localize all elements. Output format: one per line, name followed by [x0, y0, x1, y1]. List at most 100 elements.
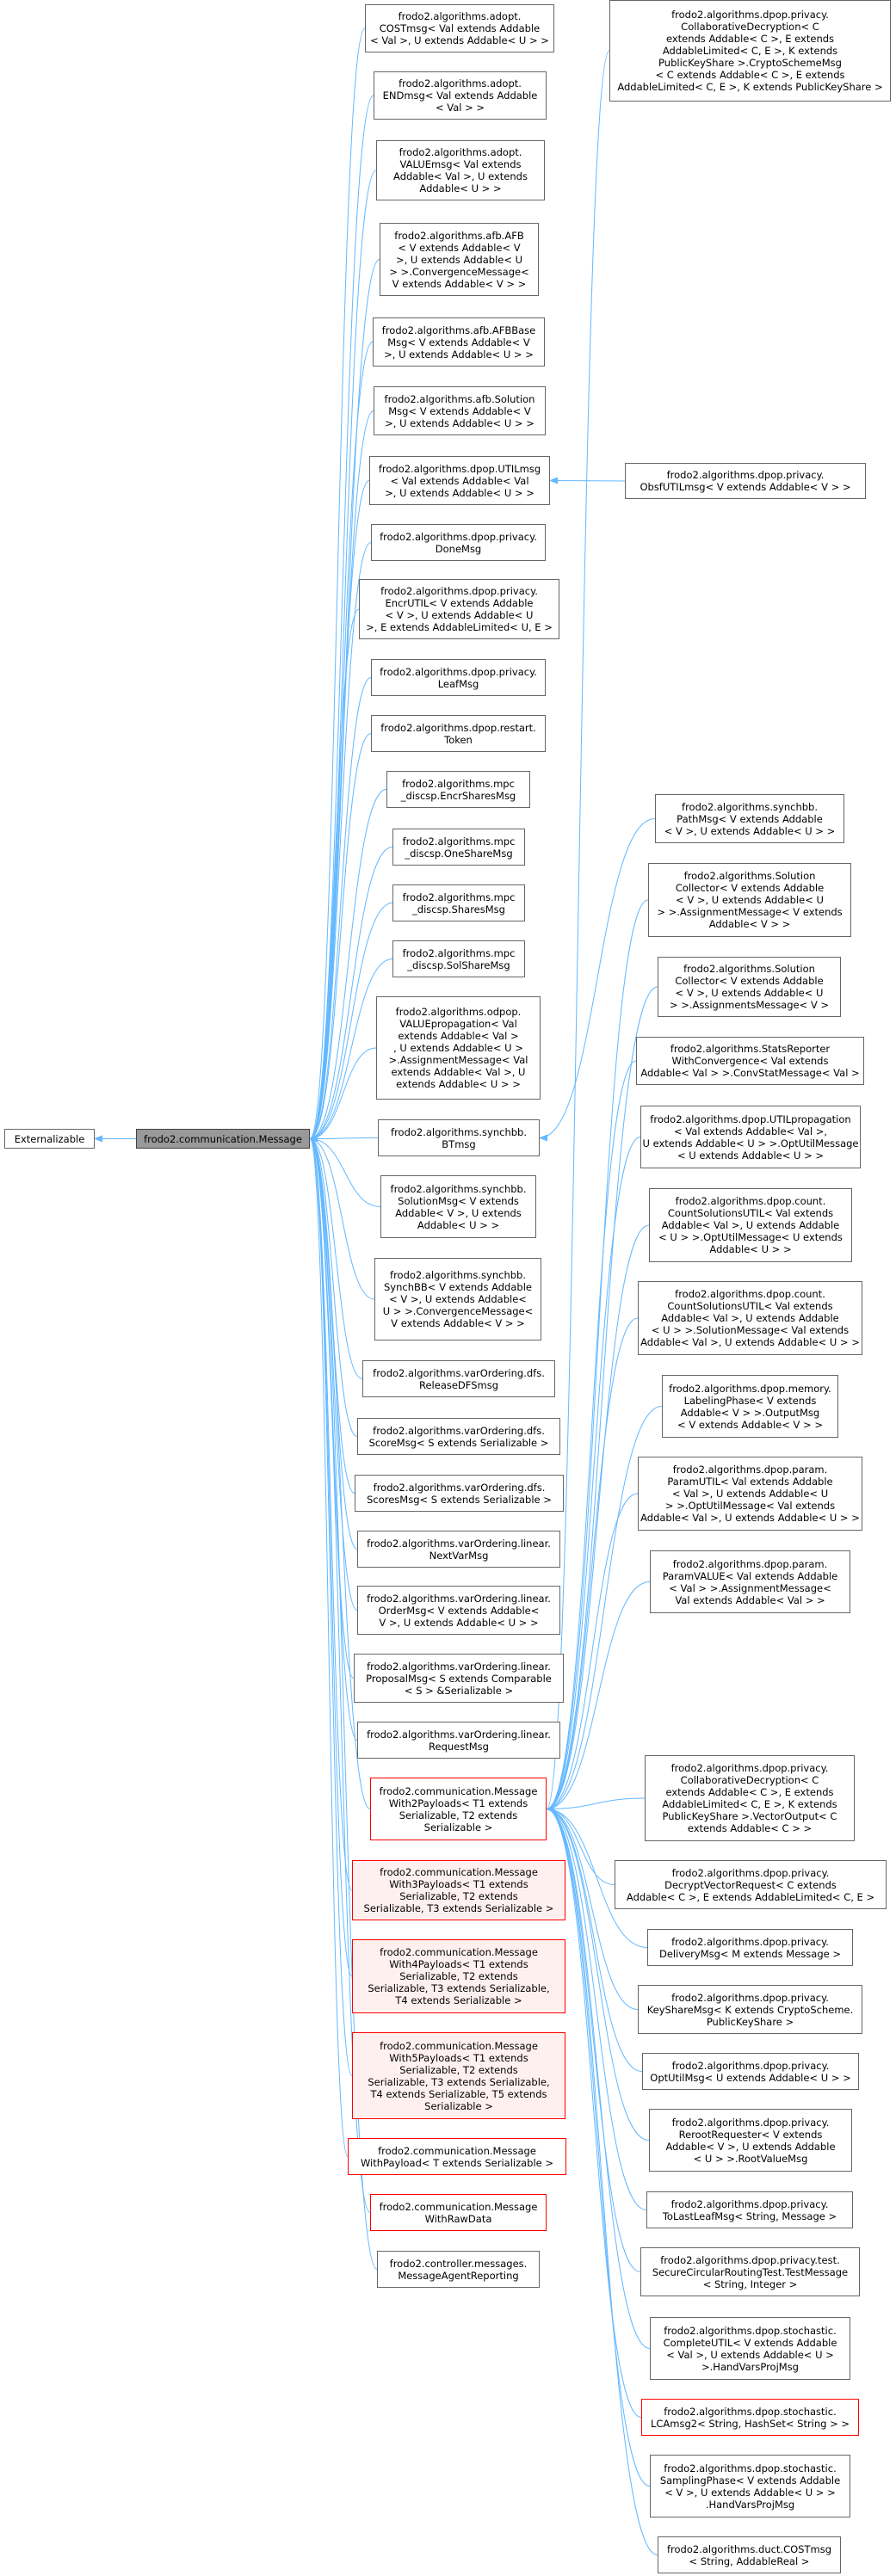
node-label-line: frodo2.algorithms.odpop. — [395, 1006, 522, 1018]
node-label-line: WithPayload< T extends Serializable > — [360, 2156, 554, 2169]
node-label-line: < C extends Addable< C >, E extends — [655, 69, 845, 81]
privacy-leafmsg-node[interactable]: frodo2.algorithms.dpop.privacy.LeafMsg — [371, 659, 546, 696]
node-label-line: frodo2.algorithms.dpop.privacy.test. — [660, 2253, 840, 2266]
privacy-test-testmessage-node[interactable]: frodo2.algorithms.dpop.privacy.test.Secu… — [640, 2247, 860, 2296]
controller-agentreporting-node[interactable]: frodo2.controller.messages.MessageAgentR… — [377, 2251, 540, 2288]
node-label-line: frodo2.algorithms.dpop.privacy. — [380, 665, 537, 678]
stochastic-samplingphase-node[interactable]: frodo2.algorithms.dpop.stochastic.Sampli… — [650, 2455, 850, 2517]
edge-util_prop-to-with2 — [546, 1137, 641, 1813]
node-label-line: OptUtilMsg< U extends Addable< U > > — [650, 2071, 851, 2084]
node-label-line: ReleaseDFSmsg — [419, 1378, 498, 1391]
privacy-donemsg-node[interactable]: frodo2.algorithms.dpop.privacy.DoneMsg — [371, 524, 546, 561]
param-assignmentmessage-node[interactable]: frodo2.algorithms.dpop.param.ParamVALUE<… — [650, 1550, 850, 1613]
privacy-cryptoschememsg-node[interactable]: frodo2.algorithms.dpop.privacy.Collabora… — [609, 0, 891, 102]
synchbb-convergence-node[interactable]: frodo2.algorithms.synchbb.SynchBB< V ext… — [374, 1258, 541, 1340]
privacy-keysharemsg-node[interactable]: frodo2.algorithms.dpop.privacy.KeyShareM… — [638, 1985, 862, 2034]
adopt-valuemsg-node[interactable]: frodo2.algorithms.adopt.VALUEmsg< Val ex… — [376, 140, 545, 200]
dfs-releasemsg-node[interactable]: frodo2.algorithms.varOrdering.dfs.Releas… — [362, 1360, 555, 1397]
afb-convergence-node[interactable]: frodo2.algorithms.afb.AFB< V extends Add… — [380, 223, 539, 296]
edge-stats_reporter-to-with2 — [546, 1060, 637, 1813]
odpop-assignment-message-node[interactable]: frodo2.algorithms.odpop.VALUEpropagation… — [376, 996, 541, 1100]
edge-delivery_msg-to-with2 — [546, 1805, 648, 1948]
node-label-line: frodo2.controller.messages. — [389, 2257, 528, 2270]
edge-afb_solution-to-message — [309, 410, 374, 1143]
node-label-line: frodo2.communication.Message — [380, 2039, 538, 2052]
node-label-line: < U extends Addable< U > > — [677, 1149, 825, 1162]
dfs-scoresmsg-node[interactable]: frodo2.algorithms.varOrdering.dfs.Scores… — [355, 1475, 564, 1512]
node-label-line: frodo2.algorithms.dpop.privacy. — [671, 1866, 830, 1879]
node-label-line: SolutionMsg< V extends — [398, 1194, 519, 1207]
privacy-decryptvectorrequest-node[interactable]: frodo2.algorithms.dpop.privacy.DecryptVe… — [615, 1860, 887, 1909]
dfs-scoremsg-node[interactable]: frodo2.algorithms.varOrdering.dfs.ScoreM… — [357, 1418, 560, 1455]
duct-costmsg-node[interactable]: frodo2.algorithms.duct.COSTmsg< String, … — [658, 2536, 841, 2573]
synchbb-btmsg-node[interactable]: frodo2.algorithms.synchbb.BTmsg — [378, 1119, 540, 1156]
edge-dpop_util-to-message — [309, 480, 370, 1143]
linear-ordermsg-node[interactable]: frodo2.algorithms.varOrdering.linear.Ord… — [357, 1586, 560, 1635]
node-label-line: frodo2.algorithms.dpop.param. — [672, 1557, 828, 1570]
privacy-optutilmsg-node[interactable]: frodo2.algorithms.dpop.privacy.OptUtilMs… — [642, 2053, 859, 2090]
node-label-line: frodo2.algorithms.Solution — [683, 963, 815, 975]
privacy-rootvaluemsg-node[interactable]: frodo2.algorithms.dpop.privacy.RerootReq… — [649, 2109, 852, 2172]
dpop-utilmsg-node[interactable]: frodo2.algorithms.dpop.UTILmsg< Val exte… — [369, 456, 550, 505]
stochastic-lcamsg2-node[interactable]: frodo2.algorithms.dpop.stochastic.LCAmsg… — [641, 2399, 859, 2436]
stochastic-completeutil-node[interactable]: frodo2.algorithms.dpop.stochastic.Comple… — [650, 2317, 850, 2380]
memory-outputmsg-node[interactable]: frodo2.algorithms.dpop.memory.LabelingPh… — [662, 1375, 838, 1438]
node-label-line: frodo2.algorithms.dpop.memory. — [669, 1382, 831, 1395]
mpc-encrsharesmsg-node[interactable]: frodo2.algorithms.mpc_discsp.EncrSharesM… — [386, 771, 530, 808]
count-solutionmessage-node[interactable]: frodo2.algorithms.dpop.count.CountSoluti… — [638, 1281, 862, 1355]
edge-encr_shares-to-message — [309, 789, 387, 1143]
node-label-line: Addable< Val > >.ConvStatMessage< Val > — [640, 1067, 860, 1079]
mpc-sharesmsg-node[interactable]: frodo2.algorithms.mpc_discsp.SharesMsg — [392, 884, 525, 921]
edge-complete_util-to-with2 — [546, 1805, 651, 2349]
utilpropagation-optutil-node[interactable]: frodo2.algorithms.dpop.UTILpropagation< … — [640, 1106, 861, 1168]
node-label-line: frodo2.communication.Message — [144, 1132, 302, 1145]
privacy-vectoroutput-node[interactable]: frodo2.algorithms.dpop.privacy.Collabora… — [645, 1755, 855, 1841]
node-label-line: < V extends Addable< V > > — [677, 1418, 823, 1431]
linear-proposalmsg-node[interactable]: frodo2.algorithms.varOrdering.linear.Pro… — [354, 1654, 564, 1703]
node-label-line: > >.AssignmentsMessage< V > — [669, 999, 830, 1011]
linear-nextvarmsg-node[interactable]: frodo2.algorithms.varOrdering.linear.Nex… — [357, 1531, 560, 1568]
privacy-deliverymsg-node[interactable]: frodo2.algorithms.dpop.privacy.DeliveryM… — [647, 1929, 853, 1966]
node-label-line: MessageAgentReporting — [398, 2269, 519, 2282]
node-label-line: frodo2.algorithms.varOrdering.linear. — [367, 1592, 551, 1605]
adopt-costmsg-node[interactable]: frodo2.algorithms.adopt.COSTmsg< Val ext… — [365, 4, 554, 52]
mpc-solsharemsg-node[interactable]: frodo2.algorithms.mpc_discsp.SolShareMsg — [392, 940, 525, 977]
node-label-line: frodo2.algorithms.varOrdering.linear. — [367, 1660, 551, 1673]
linear-requestmsg-node[interactable]: frodo2.algorithms.varOrdering.linear.Req… — [357, 1722, 560, 1759]
privacy-encrutil-node[interactable]: frodo2.algorithms.dpop.privacy.EncrUTIL<… — [359, 579, 559, 639]
node-label-line: SynchBB< V extends Addable — [384, 1281, 532, 1293]
externalizable-node[interactable]: Externalizable — [4, 1129, 95, 1149]
edge-leaf_msg-to-message — [309, 677, 372, 1143]
node-label-line: Addable< Val >, U extends — [393, 170, 528, 182]
mpc-onesharemsg-node[interactable]: frodo2.algorithms.mpc_discsp.OneShareMsg — [392, 829, 525, 866]
node-label-line: frodo2.algorithms.mpc — [402, 835, 516, 847]
node-label-line: frodo2.algorithms.varOrdering.dfs. — [373, 1366, 545, 1379]
node-label-line: ParamUTIL< Val extends Addable — [667, 1476, 833, 1488]
node-label-line: frodo2.communication.Message — [380, 1866, 538, 1878]
adopt-endmsg-node[interactable]: frodo2.algorithms.adopt.ENDmsg< Val exte… — [374, 71, 547, 120]
privacy-tolastleafmsg-node[interactable]: frodo2.algorithms.dpop.privacy.ToLastLea… — [646, 2191, 853, 2228]
restart-token-node[interactable]: frodo2.algorithms.dpop.restart.Token — [371, 715, 546, 752]
synchbb-pathmsg-node[interactable]: frodo2.algorithms.synchbb.PathMsg< V ext… — [655, 794, 844, 843]
edge-param_util-to-with2 — [546, 1493, 639, 1813]
node-label-line: ScoreMsg< S extends Serializable > — [368, 1436, 549, 1449]
node-label-line: frodo2.algorithms.dpop.privacy. — [671, 9, 829, 21]
node-label-line: < V >, U extends Addable< U — [676, 894, 824, 906]
privacy-obsfutilmsg-node[interactable]: frodo2.algorithms.dpop.privacy.ObsfUTILm… — [625, 463, 866, 499]
count-optutilmessage-node[interactable]: frodo2.algorithms.dpop.count.CountSoluti… — [649, 1188, 852, 1262]
node-label-line: Val extends Addable< Val > > — [675, 1593, 825, 1606]
edge-with3-to-message — [309, 1135, 353, 1891]
param-optutilmessage-node[interactable]: frodo2.algorithms.dpop.param.ParamUTIL< … — [638, 1457, 862, 1531]
synchbb-solutionmsg-node[interactable]: frodo2.algorithms.synchbb.SolutionMsg< V… — [380, 1175, 536, 1238]
